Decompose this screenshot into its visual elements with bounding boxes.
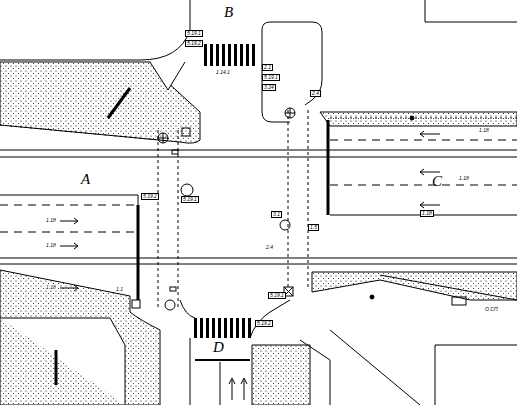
sign-code: 1.5 [308,224,319,231]
sign-code: 1.18 [420,210,434,217]
sign-code: 5.19.1 [181,196,199,203]
sign-code: 5.19.2 [255,320,273,327]
sign-code: 5.19.2 [185,40,203,47]
sign-code: 5.19.1 [185,30,203,37]
sign-code: 2.4 [310,90,321,97]
approach-letter: B [223,5,234,20]
sign-code: 1.18 [45,243,57,248]
sign-code: 1.18 [45,285,57,290]
sign-code: 1.18 [45,218,57,223]
sign-code: 1.18 [458,176,470,181]
approach-letter: D [212,340,225,355]
sign-code: 2.4 [265,245,274,250]
approach-letter: A [80,172,91,187]
sign-code: 5.19.2 [141,193,159,200]
sign-code: 1.18 [478,128,490,133]
approach-letter: C [431,174,443,189]
sign-code: 2.1 [262,64,273,71]
sign-code: О.СП [484,307,499,312]
sign-code: 3.1 [271,211,282,218]
sign-code: 5.19.1 [268,292,286,299]
sign-code: 1.1 [115,287,124,292]
sign-code: 1.14.1 [215,70,231,75]
sign-code: 3.24 [262,84,276,91]
sign-code: 5.19.1 [262,74,280,81]
